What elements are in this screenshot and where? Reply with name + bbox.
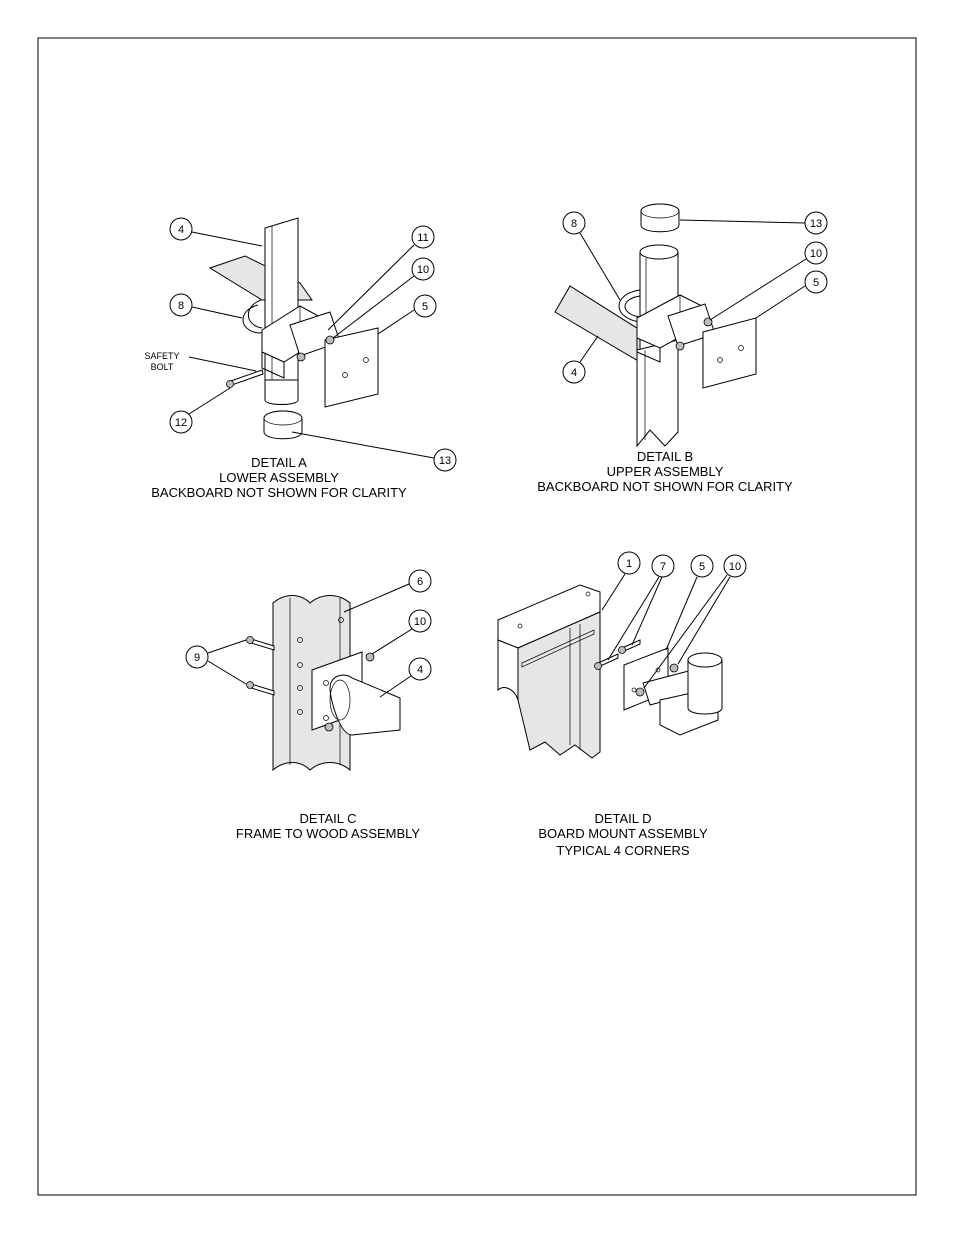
detail-a-title: DETAIL A	[251, 455, 307, 470]
detail-c-title: DETAIL C	[299, 811, 356, 826]
detail-d-subtitle: BOARD MOUNT ASSEMBLY	[538, 826, 708, 841]
detail-b-balloons: 8 13 10 5 4	[563, 212, 827, 383]
balloon-6-c: 6	[417, 576, 423, 588]
detail-a-subtitle: LOWER ASSEMBLY	[219, 470, 339, 485]
balloon-11-a: 11	[417, 232, 428, 244]
balloon-10-c: 10	[414, 616, 426, 628]
balloon-7-d: 7	[660, 561, 666, 573]
balloon-4-c: 4	[417, 664, 423, 676]
detail-a-drawing	[210, 218, 378, 439]
balloon-10-b: 10	[810, 248, 822, 260]
balloon-10-d: 10	[729, 561, 741, 573]
balloon-10-a: 10	[417, 264, 429, 276]
balloon-13-b: 13	[810, 218, 822, 230]
balloon-4-b: 4	[571, 367, 577, 379]
detail-b-title: DETAIL B	[637, 449, 693, 464]
balloon-13-a: 13	[439, 455, 451, 467]
balloon-5-b: 5	[813, 277, 819, 289]
safety-bolt-label-2: BOLT	[151, 362, 174, 372]
balloon-9-c: 9	[194, 652, 200, 664]
detail-b-note: BACKBOARD NOT SHOWN FOR CLARITY	[537, 479, 793, 494]
balloon-4-a: 4	[178, 224, 184, 236]
sheet-border	[38, 38, 916, 1195]
detail-c-drawing	[247, 596, 401, 771]
detail-b-subtitle: UPPER ASSEMBLY	[607, 464, 724, 479]
detail-d-title: DETAIL D	[594, 811, 651, 826]
detail-a-note: BACKBOARD NOT SHOWN FOR CLARITY	[151, 485, 407, 500]
balloon-8-a: 8	[178, 300, 184, 312]
safety-bolt-label-1: SAFETY	[144, 351, 179, 361]
detail-c-subtitle: FRAME TO WOOD ASSEMBLY	[236, 826, 421, 841]
balloon-1-d: 1	[626, 558, 632, 570]
detail-b-drawing	[555, 204, 756, 446]
balloon-5-d: 5	[699, 561, 705, 573]
balloon-5-a: 5	[422, 301, 428, 313]
detail-d-drawing	[498, 585, 722, 758]
detail-d-note: TYPICAL 4 CORNERS	[556, 843, 689, 858]
balloon-8-b: 8	[571, 218, 577, 230]
balloon-12-a: 12	[175, 417, 187, 429]
